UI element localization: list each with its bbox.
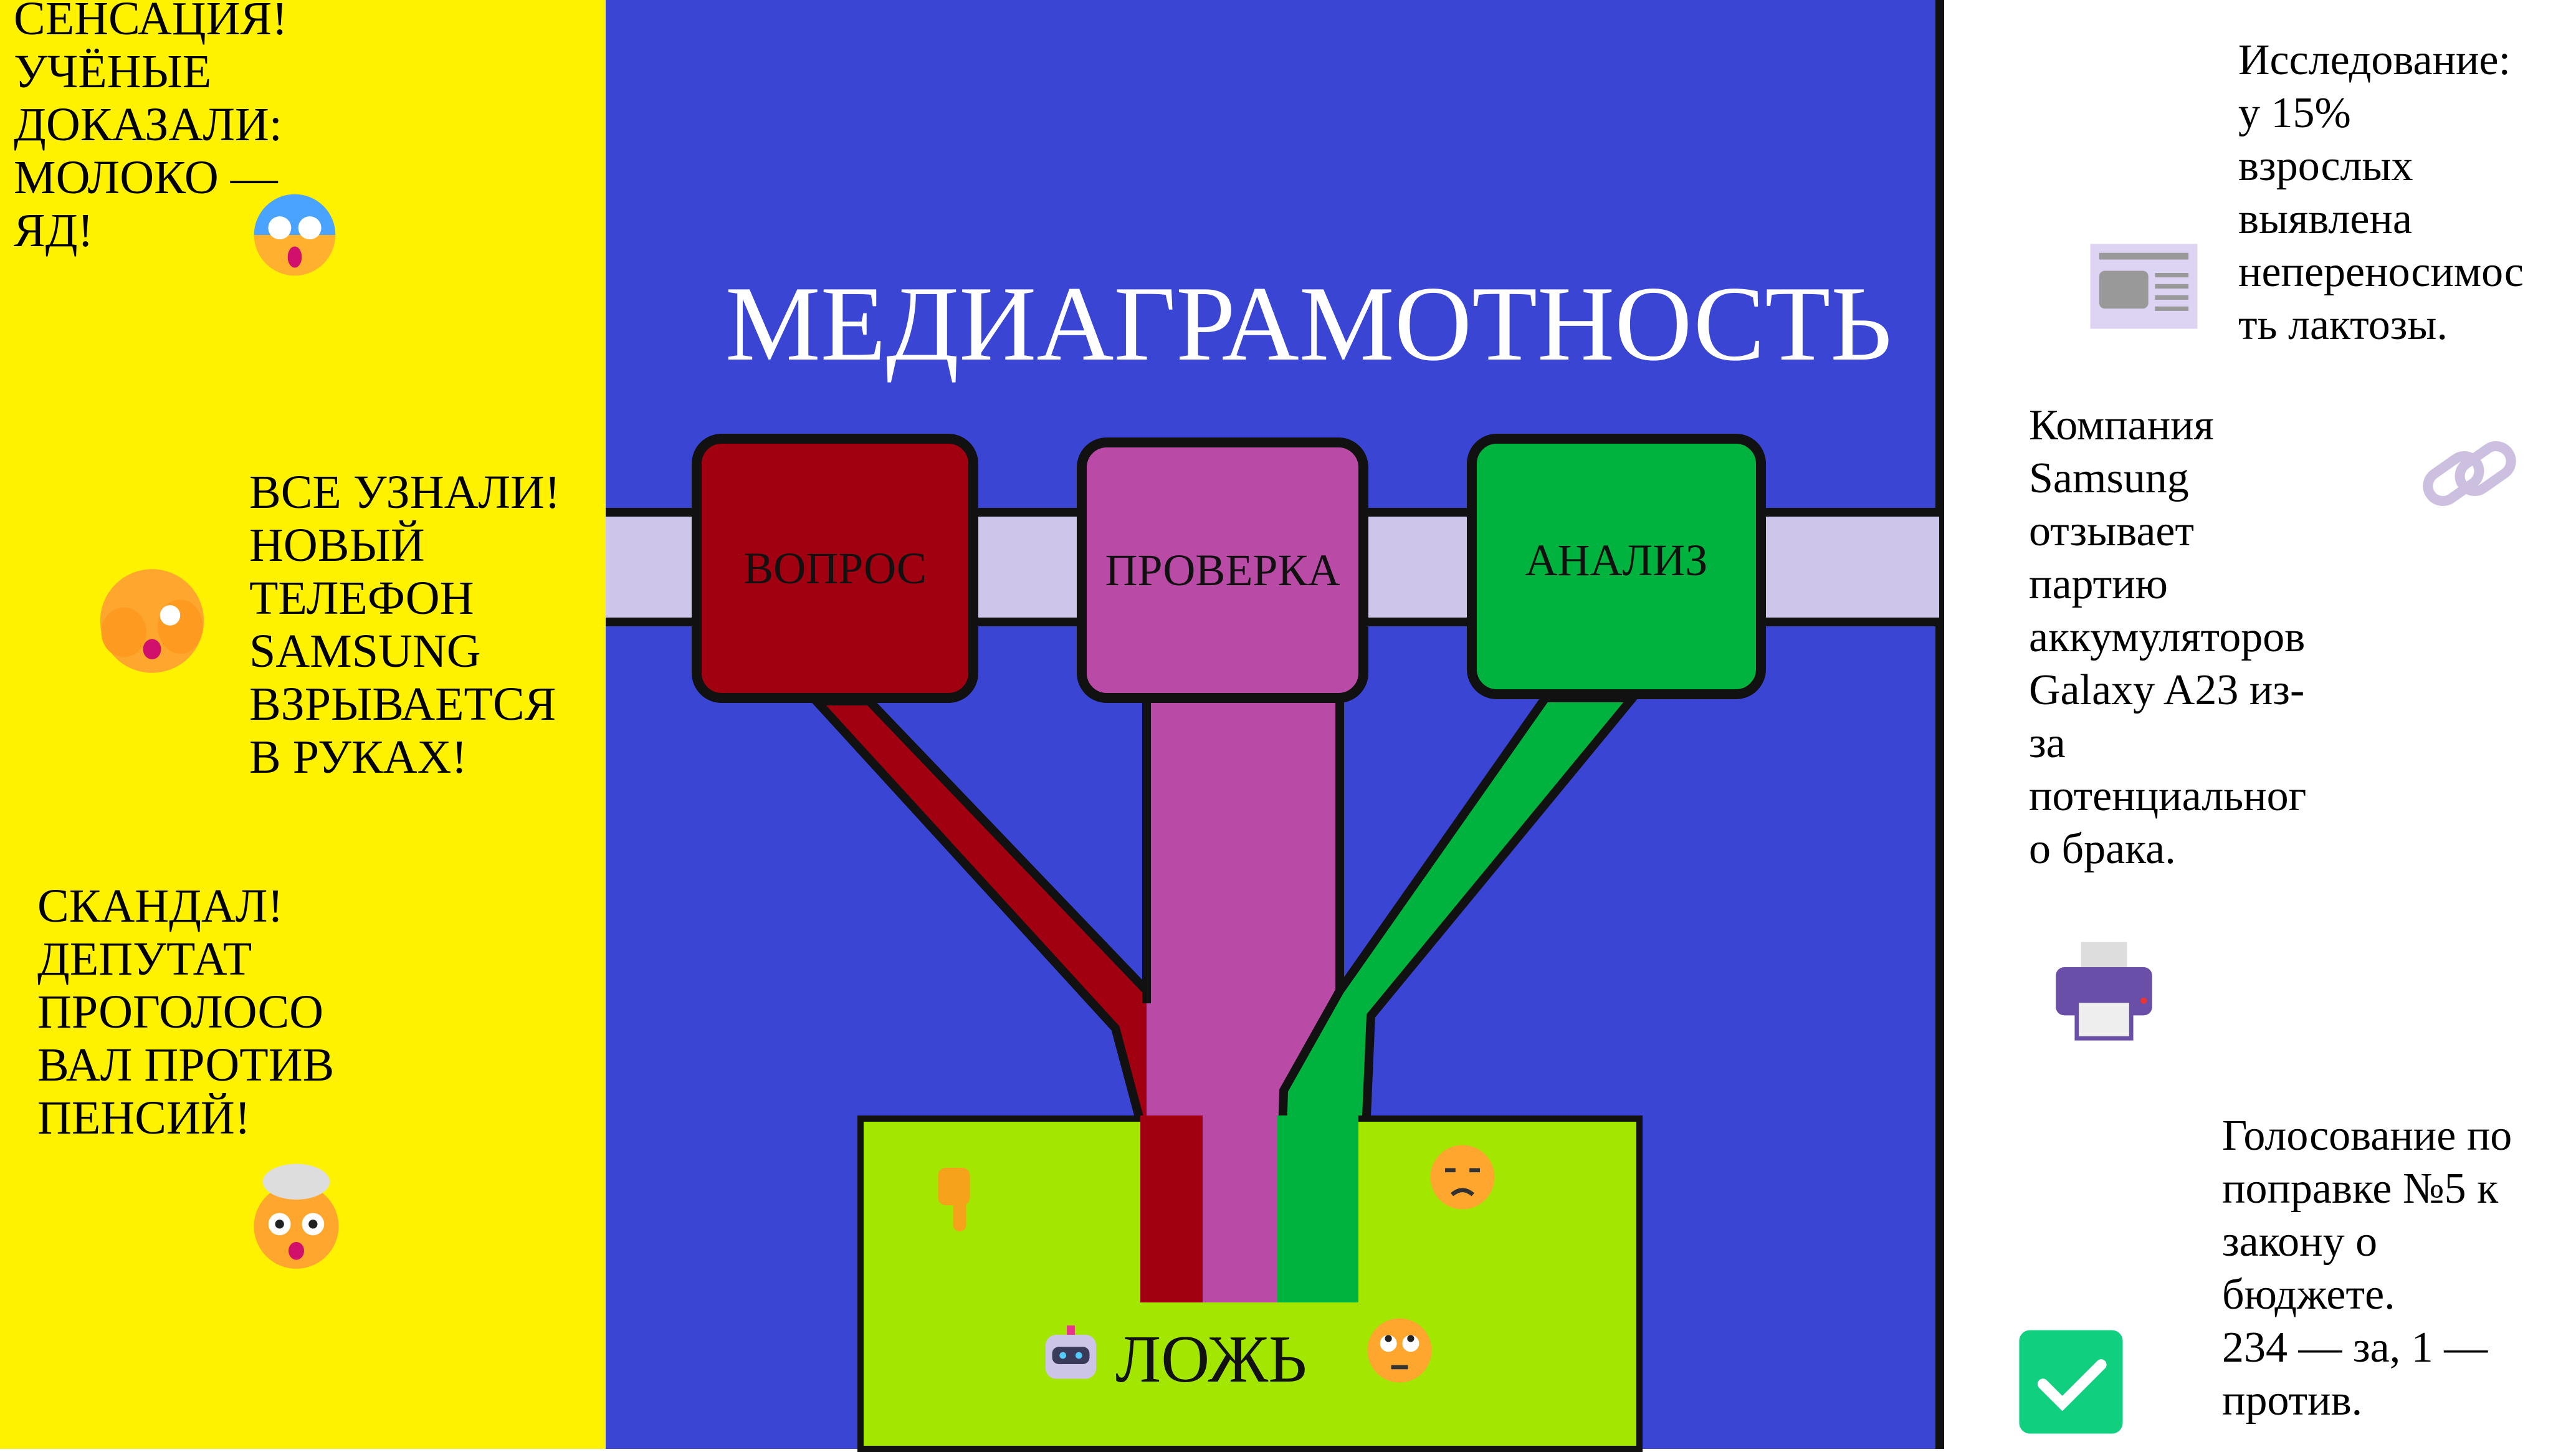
fake-news-3: СКАНДАЛ! ДЕПУТАТ ПРОГОЛОСО ВАЛ ПРОТИВ ПЕ… <box>37 880 335 1144</box>
true-news-1: Исследование: у 15% взрослых выявлена не… <box>2238 36 2524 349</box>
screaming-face-icon <box>254 194 336 276</box>
link-icon <box>2423 441 2516 506</box>
exploding-head-icon <box>254 1163 339 1269</box>
printer-icon <box>2056 942 2152 1041</box>
result-label: ЛОЖЬ <box>1115 1322 1307 1397</box>
sad-face-icon <box>1430 1145 1495 1210</box>
fake-news-1: СЕНСАЦИЯ! УЧЁНЫЕ ДОКАЗАЛИ: МОЛОКО — ЯД! <box>14 0 288 257</box>
step-check: ПРОВЕРКА <box>1077 437 1368 703</box>
true-news-2: Компания Samsung отзывает партию аккумул… <box>2029 401 2307 873</box>
checkmark-icon <box>2019 1330 2123 1434</box>
thumbs-down-icon <box>938 1168 970 1231</box>
face-with-hand-over-eye-icon <box>100 569 204 673</box>
step-analysis: АНАЛИЗ <box>1467 434 1766 699</box>
divider <box>1935 0 1944 1449</box>
eye-roll-face-icon <box>1367 1318 1432 1383</box>
true-news-3: Голосование по поправке №5 к закону о бю… <box>2222 1112 2512 1425</box>
step-question-label: ВОПРОС <box>743 543 927 593</box>
true-news-panel <box>1944 0 2576 1449</box>
robot-icon <box>1045 1325 1097 1379</box>
step-question: ВОПРОС <box>692 434 978 703</box>
newspaper-icon <box>2090 244 2198 329</box>
page-title: МЕДИАГРАМОТНОСТЬ <box>725 265 1892 383</box>
fake-news-2: ВСЕ УЗНАЛИ! НОВЫЙ ТЕЛЕФОН SAMSUNG ВЗРЫВА… <box>249 466 561 783</box>
step-analysis-label: АНАЛИЗ <box>1525 535 1708 585</box>
step-check-label: ПРОВЕРКА <box>1105 545 1340 595</box>
